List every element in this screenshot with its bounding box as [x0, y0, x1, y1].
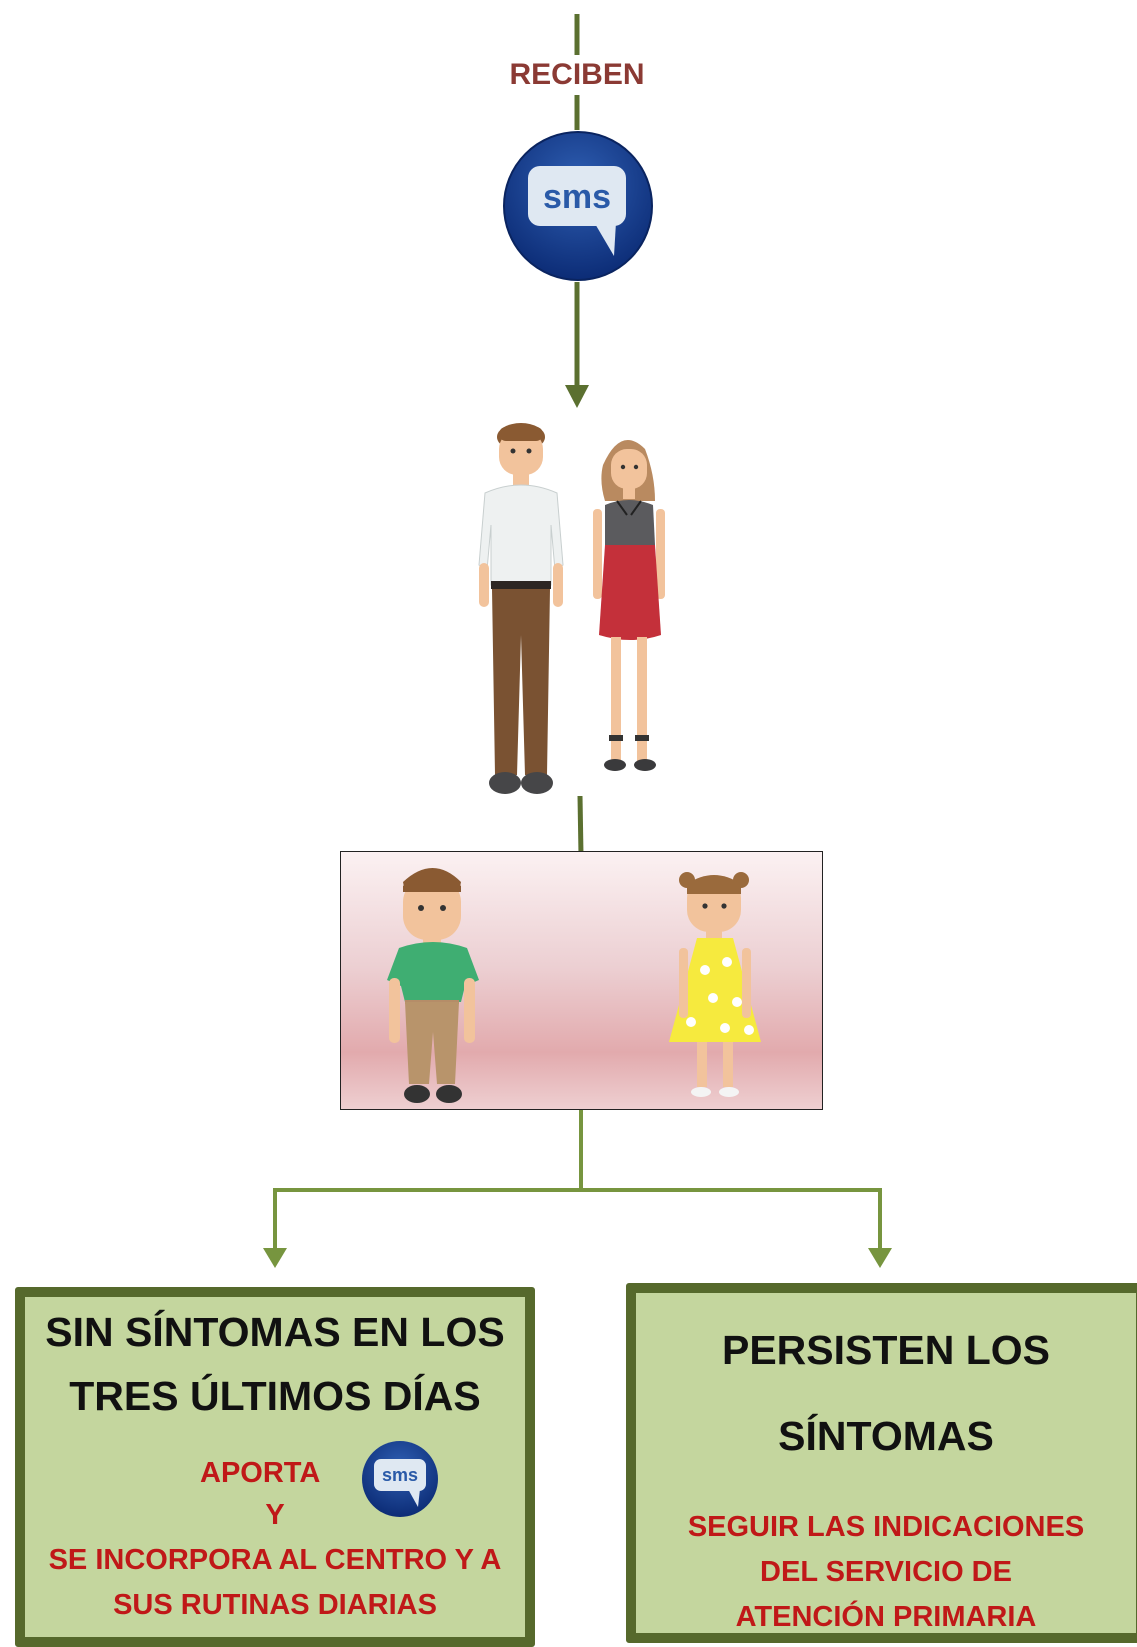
aporta-row: APORTA sms [25, 1441, 525, 1517]
indicaciones-line2: DEL SERVICIO DE [760, 1556, 1012, 1588]
children-illustration [387, 868, 761, 1103]
reciben-label: RECIBEN [477, 55, 677, 95]
persist-title-line1: PERSISTEN LOS [721, 1327, 1051, 1373]
no-symptoms-title-line1: SIN SÍNTOMAS EN LOS [45, 1309, 505, 1355]
arrow-to-parents [565, 385, 589, 408]
girl-figure [669, 872, 761, 1097]
indicaciones-line3: ATENCIÓN PRIMARIA [735, 1601, 1037, 1633]
aporta-text: APORTA [200, 1457, 321, 1489]
sms-small-icon: sms [362, 1441, 438, 1517]
no-symptoms-title-line2: TRES ÚLTIMOS DÍAS [69, 1373, 481, 1419]
woman-figure [593, 440, 665, 771]
incorpora-line2: SUS RUTINAS DIARIAS [113, 1589, 437, 1621]
persist-title-line2: SÍNTOMAS [778, 1413, 994, 1459]
parents-to-kids-line [577, 795, 584, 856]
sms-badge-icon: sms [503, 131, 653, 281]
arrow-right-branch [868, 1248, 892, 1268]
sms-small-text: sms [382, 1465, 418, 1485]
boy-figure [387, 868, 479, 1103]
outcome-persist-box: PERSISTEN LOS SÍNTOMAS SEGUIR LAS INDICA… [626, 1283, 1137, 1643]
sms-badge-text: sms [543, 178, 611, 216]
arrow-left-branch [263, 1248, 287, 1268]
parents-illustration [478, 423, 665, 794]
indicaciones-line1: SEGUIR LAS INDICACIONES [687, 1511, 1085, 1543]
connector-y-text: Y [265, 1499, 285, 1531]
children-panel [340, 851, 823, 1110]
branch-line [273, 1188, 882, 1250]
man-figure [478, 423, 564, 794]
outcome-no-symptoms-box: SIN SÍNTOMAS EN LOS TRES ÚLTIMOS DÍAS AP… [15, 1287, 535, 1647]
incorpora-line1: SE INCORPORA AL CENTRO Y A [48, 1544, 502, 1576]
